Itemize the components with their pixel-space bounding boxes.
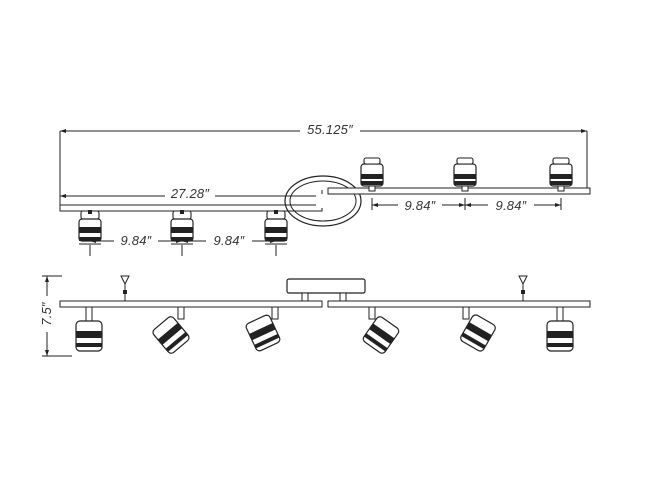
bar-length-dimension: 27.28″ [60,186,323,206]
spacing-upper-left-label: 9.84″ [405,198,436,213]
spacing-lower-left-label: 9.84″ [121,233,152,248]
height-label: 7.5″ [39,302,54,326]
elevation-track [59,300,591,308]
spacing-dim-lower: 9.84″ 9.84″ [89,233,277,256]
spacing-lower-right-label: 9.84″ [214,233,245,248]
ceiling-canopy [286,278,366,302]
overall-dimension: 55.125″ [59,121,588,205]
plan-bar-right [327,157,591,195]
plan-bar-left [59,204,323,245]
spacing-dim-upper: 9.84″ 9.84″ [371,198,562,213]
overall-length-label: 55.125″ [307,122,353,137]
support-hangers [120,275,528,302]
curved-connector [284,175,362,227]
elevation-heads [75,306,574,354]
spacing-upper-right-label: 9.84″ [496,198,527,213]
bar-length-label: 27.28″ [170,186,210,201]
height-dimension: 7.5″ [38,275,72,357]
